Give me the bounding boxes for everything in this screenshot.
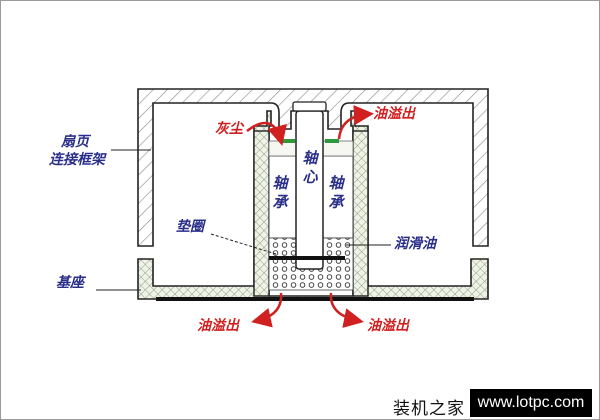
shaft: [295, 110, 324, 270]
oil-overflow-top-arrow: [337, 105, 374, 140]
shaft-cap: [292, 101, 327, 112]
washer: [269, 256, 345, 260]
watermark-url: www.lotpc.com: [470, 389, 592, 417]
bearing-housing-right: [352, 130, 369, 297]
label-lubricant: 润滑油: [394, 236, 436, 252]
dust-deposit-left: [281, 139, 295, 143]
label-shaft: 轴心: [302, 149, 318, 186]
label-connecting-frame: 连接框架: [49, 152, 105, 168]
dust-deposit-right: [325, 139, 339, 143]
bottom-plate: [156, 297, 474, 301]
label-oil-overflow-bottom-left: 油溢出: [197, 318, 239, 334]
label-bearing-right: 轴承: [328, 174, 344, 211]
label-washer: 垫圈: [176, 219, 204, 235]
watermark-name: 装机之家: [393, 399, 465, 419]
dust-arrow: [246, 121, 287, 146]
label-oil-overflow-top: 油溢出: [373, 106, 415, 122]
leader-line-washer: [210, 233, 277, 255]
oil-overflow-bottom-left-arrow: [251, 292, 283, 328]
label-dust: 灰尘: [215, 121, 243, 137]
label-fan-blade: 扇页: [61, 134, 89, 150]
label-base: 基座: [56, 275, 84, 291]
fan-frame: [137, 88, 489, 247]
oil-overflow-bottom-right-arrow: [329, 292, 364, 328]
bearing-housing-left: [253, 130, 270, 297]
label-oil-overflow-bottom-right: 油溢出: [367, 318, 409, 334]
label-bearing-left: 轴承: [272, 174, 288, 211]
